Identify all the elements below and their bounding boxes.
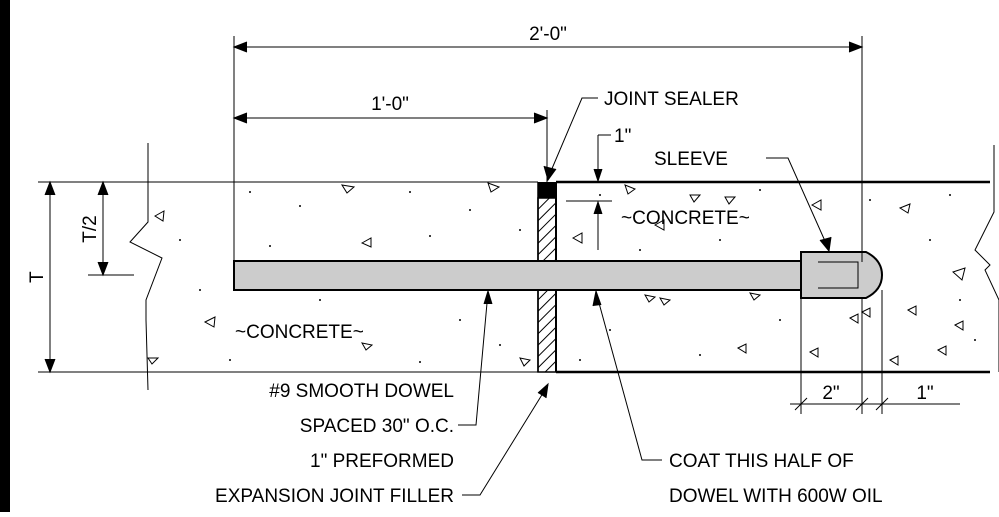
dowel-label-line2: SPACED 30" O.C. <box>300 416 454 437</box>
coat-label-line1: COAT THIS HALF OF <box>669 451 854 472</box>
filler-label-line2: EXPANSION JOINT FILLER <box>215 486 454 507</box>
dimension-half <box>232 110 549 182</box>
concrete-label-left: ~CONCRETE~ <box>235 322 364 343</box>
dimension-thickness <box>38 180 134 374</box>
smooth-dowel <box>233 260 802 291</box>
concrete-label-right: ~CONCRETE~ <box>621 208 750 229</box>
dimension-overall <box>232 36 864 262</box>
filler-leader <box>462 382 549 496</box>
coat-leader <box>592 289 662 461</box>
dimension-half-text: 1'-0" <box>371 94 409 115</box>
sleeve-leader <box>766 157 832 253</box>
dowel-leader <box>458 289 493 426</box>
break-lines <box>129 143 999 391</box>
dowel-label-line1: #9 SMOOTH DOWEL <box>269 381 454 402</box>
concrete-specks <box>179 189 976 363</box>
coat-label-line2: DOWEL WITH 600W OIL <box>669 486 883 507</box>
dimension-sleeve <box>790 290 960 414</box>
joint-sealer-leader <box>543 97 598 182</box>
dimension-half-thickness-text: T/2 <box>80 215 101 242</box>
dimension-overall-text: 2'-0" <box>529 24 567 45</box>
dimension-half-thickness <box>88 180 134 277</box>
concrete-aggregate <box>147 182 966 367</box>
sleeve-label: SLEEVE <box>654 149 728 170</box>
sheet-border <box>0 0 10 512</box>
sleeve-end-gap <box>818 261 859 289</box>
dimension-sealer-depth-text: 1" <box>614 126 631 147</box>
dimension-thickness-text: T <box>27 271 48 283</box>
joint-sealer-label: JOINT SEALER <box>604 89 739 110</box>
dowel-sleeve <box>800 251 884 299</box>
dimension-sleeve-text: 2" <box>822 383 839 404</box>
dimension-sleeve-gap-text: 1" <box>916 383 933 404</box>
filler-label-line1: 1" PREFORMED <box>310 451 454 472</box>
joint-sealer <box>538 182 556 198</box>
dimension-sealer-depth <box>566 134 612 250</box>
